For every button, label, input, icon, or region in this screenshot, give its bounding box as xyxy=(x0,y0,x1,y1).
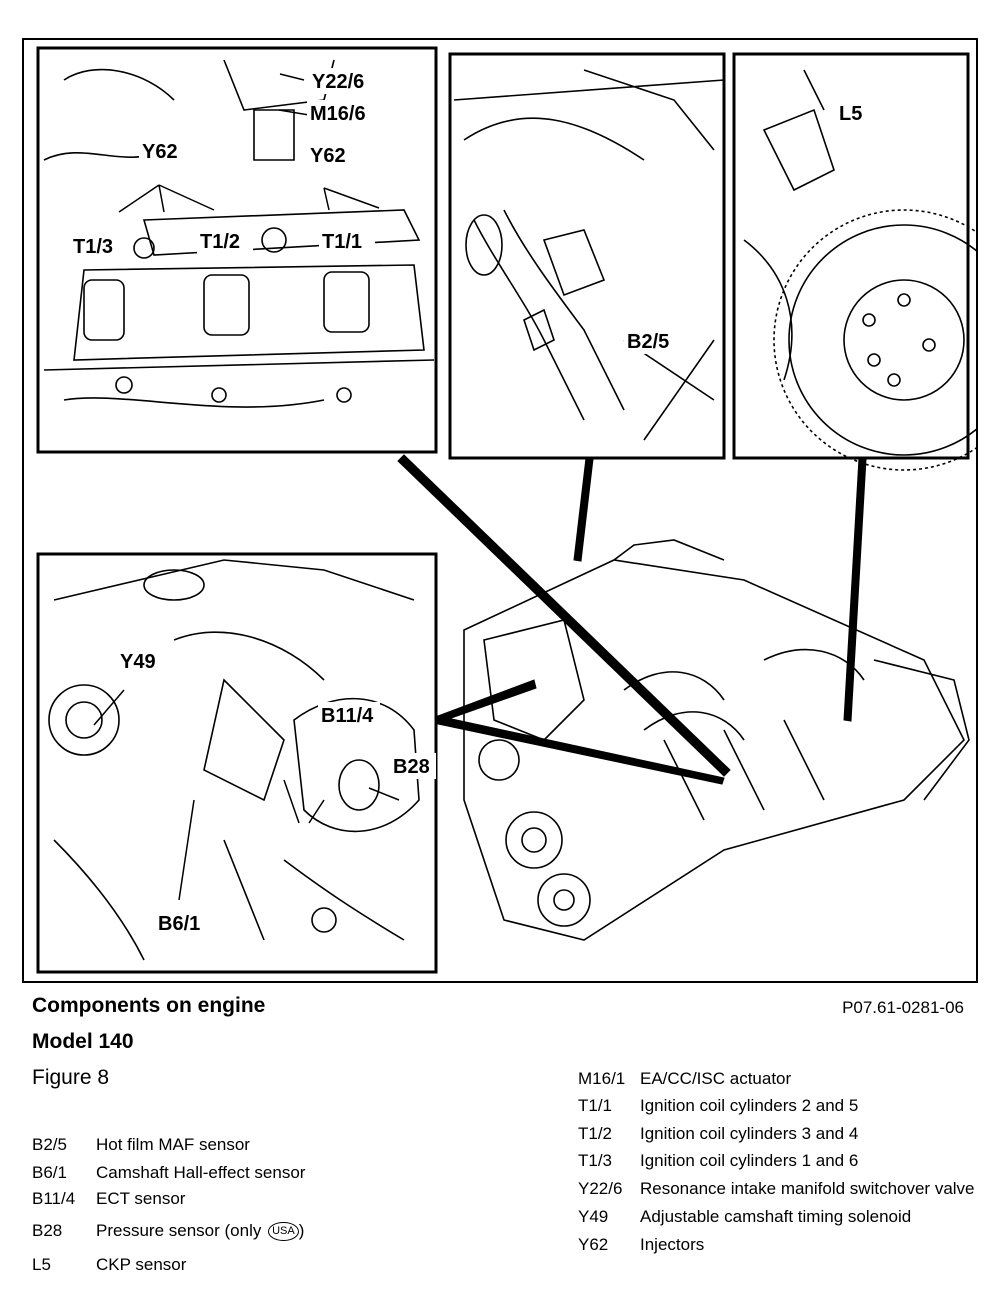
legend-key: Y62 xyxy=(578,1235,609,1254)
legend-key: B11/4 xyxy=(32,1189,76,1208)
panel-camshaft-drawing xyxy=(48,559,420,961)
legend-value: Pressure sensor (only xyxy=(96,1221,262,1240)
legend-value: Injectors xyxy=(640,1235,705,1254)
panel-injectors-drawing xyxy=(43,59,435,408)
legend-value: CKP sensor xyxy=(96,1255,187,1274)
legend-key: B2/5 xyxy=(32,1135,67,1154)
legend-key: M16/1 xyxy=(578,1069,626,1088)
caption-model: Model 140 xyxy=(32,1030,134,1053)
callout-labels: Y22/6 M16/6 Y62 Y62 T1/3 T1/2 T1/1 B2/5 … xyxy=(70,68,870,936)
legend-value: Ignition coil cylinders 2 and 5 xyxy=(640,1096,859,1115)
legend-value: Ignition coil cylinders 3 and 4 xyxy=(640,1124,859,1143)
engine-components-figure: Y22/6 M16/6 Y62 Y62 T1/3 T1/2 T1/1 B2/5 … xyxy=(22,38,1008,983)
legend-value: Ignition coil cylinders 1 and 6 xyxy=(640,1151,859,1170)
legend-value: Camshaft Hall-effect sensor xyxy=(96,1163,306,1182)
legend-value-with-badge: Pressure sensor (only USA) xyxy=(96,1221,305,1242)
label-b28: B28 xyxy=(393,756,430,778)
figure-canvas: Y22/6 M16/6 Y62 Y62 T1/3 T1/2 T1/1 B2/5 … xyxy=(36,46,1008,974)
legend-key: B28 xyxy=(32,1221,63,1240)
label-b6-1: B6/1 xyxy=(158,913,200,935)
label-y49: Y49 xyxy=(120,651,156,673)
usa-badge: USA xyxy=(268,1222,299,1242)
panel-injectors xyxy=(36,46,438,454)
legend-key: Y49 xyxy=(578,1207,609,1226)
legend-value: Hot film MAF sensor xyxy=(96,1135,250,1154)
legend-key: T1/2 xyxy=(578,1124,613,1143)
panel-ckp-drawing xyxy=(743,69,1008,471)
legend-key: T1/1 xyxy=(578,1096,613,1115)
legend-value: EA/CC/ISC actuator xyxy=(640,1069,792,1088)
legend-key: L5 xyxy=(32,1255,51,1274)
legend-key: T1/3 xyxy=(578,1151,613,1170)
legend-key: B6/1 xyxy=(32,1163,67,1182)
legend-suffix: ) xyxy=(298,1221,305,1240)
panel-camshaft xyxy=(36,552,438,974)
label-y22-6: Y22/6 xyxy=(312,71,364,93)
label-l5: L5 xyxy=(839,103,862,125)
label-b11-4: B11/4 xyxy=(321,705,374,727)
label-t1-2: T1/2 xyxy=(200,231,240,253)
caption-figure-number: Figure 8 xyxy=(32,1066,110,1089)
panel-maf-sensor xyxy=(448,52,726,460)
legend-right: M16/1 EA/CC/ISC actuator T1/1 Ignition c… xyxy=(578,1070,988,1260)
label-y62-left: Y62 xyxy=(142,141,178,163)
legend-key: Y22/6 xyxy=(578,1179,623,1198)
caption-title: Components on engine xyxy=(32,994,266,1017)
legend-value: Resonance intake manifold switchover val… xyxy=(640,1179,975,1198)
figure-reference-code: P07.61-0281-06 xyxy=(842,998,964,1017)
label-m16-6: M16/6 xyxy=(310,103,366,125)
pointer-lines xyxy=(397,454,867,785)
label-t1-3: T1/3 xyxy=(73,236,113,258)
panel-maf-drawing xyxy=(453,69,725,441)
label-b2-5: B2/5 xyxy=(627,331,669,353)
legend-value: ECT sensor xyxy=(96,1189,186,1208)
label-y62-right: Y62 xyxy=(310,145,346,167)
legend-value: Adjustable camshaft timing solenoid xyxy=(640,1207,912,1226)
legend-left: B2/5 Hot film MAF sensor B6/1 Camshaft H… xyxy=(32,1136,432,1286)
label-t1-1: T1/1 xyxy=(322,231,362,253)
